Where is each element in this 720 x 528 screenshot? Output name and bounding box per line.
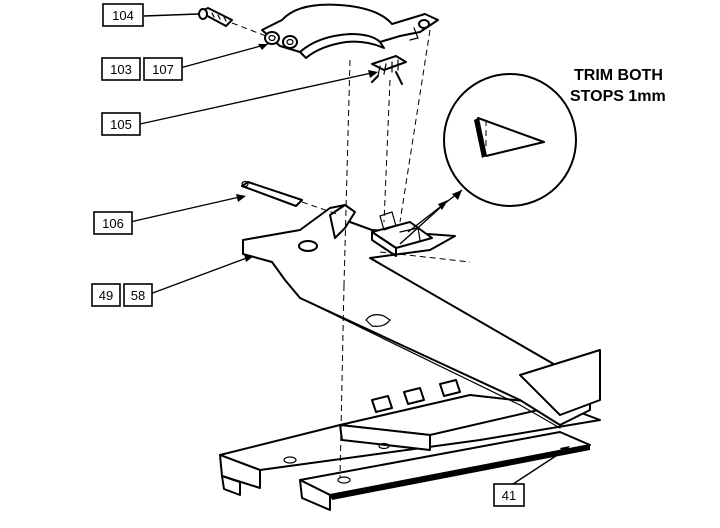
screw-104 xyxy=(198,7,233,27)
trim-note-line-2: STOPS 1mm xyxy=(570,88,666,105)
callout-41-label: 41 xyxy=(502,488,516,503)
main-plate xyxy=(242,204,601,429)
callout-103: 103 xyxy=(101,57,141,81)
callout-49-label: 49 xyxy=(99,288,113,303)
callout-104-label: 104 xyxy=(112,8,134,23)
pin-106 xyxy=(241,180,303,207)
callout-105-label: 105 xyxy=(110,117,132,132)
spring-105 xyxy=(371,55,407,85)
callout-106: 106 xyxy=(93,211,133,235)
callout-41: 41 xyxy=(493,483,525,507)
callout-58-label: 58 xyxy=(131,288,145,303)
hinge-bracket xyxy=(261,3,439,59)
callout-106-label: 106 xyxy=(102,216,124,231)
detail-view xyxy=(399,73,577,245)
assembly-lines xyxy=(231,22,471,479)
channel-rail-assembly xyxy=(219,379,601,511)
callout-105: 105 xyxy=(101,112,141,136)
callout-107: 107 xyxy=(143,57,183,81)
callout-103-label: 103 xyxy=(110,62,132,77)
callout-58: 58 xyxy=(123,283,153,307)
callout-49: 49 xyxy=(91,283,121,307)
leader-lines xyxy=(129,13,570,487)
callout-107-label: 107 xyxy=(152,62,174,77)
trim-note-line-1: TRIM BOTH xyxy=(574,67,663,84)
callout-104: 104 xyxy=(102,3,144,27)
